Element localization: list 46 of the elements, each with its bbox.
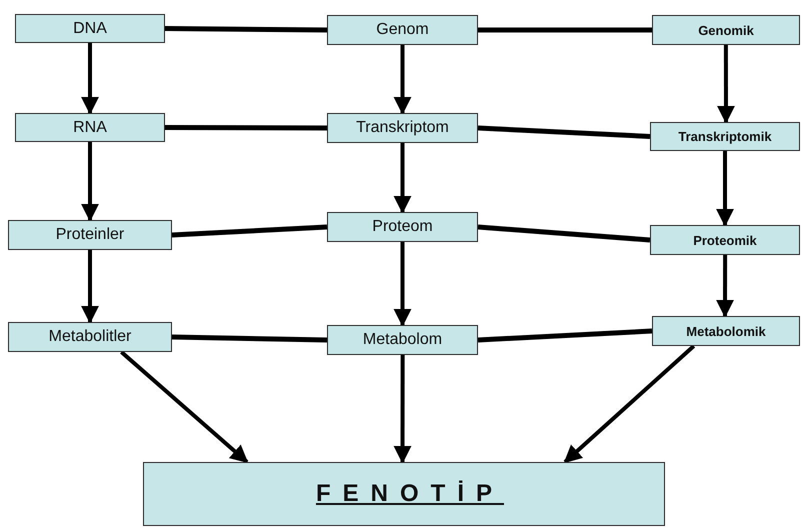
box-label: Metabolom — [362, 331, 442, 349]
connector-line — [172, 224, 328, 238]
term-box — [327, 15, 478, 45]
arrow — [394, 143, 412, 214]
term-box — [650, 225, 800, 255]
arrow — [81, 250, 99, 324]
connector-line — [478, 126, 650, 139]
term-box — [652, 316, 800, 346]
term-box — [15, 14, 165, 43]
box-label: RNA — [73, 118, 107, 136]
arrow — [716, 255, 734, 318]
term-box — [650, 122, 800, 151]
result-box — [143, 462, 665, 526]
box-label: Proteom — [372, 218, 433, 236]
arrow — [120, 350, 248, 464]
term-box — [15, 113, 165, 142]
term-box — [652, 15, 800, 45]
box-label: Metabolitler — [48, 328, 132, 346]
arrow — [394, 45, 412, 115]
term-box — [327, 113, 478, 143]
box-label: Genom — [376, 21, 429, 39]
connector-line — [478, 224, 650, 242]
arrow — [394, 242, 412, 327]
connector-line — [478, 28, 652, 32]
box-label: Genomik — [698, 22, 754, 38]
term-box — [327, 325, 478, 355]
box-label: FENOTİP — [314, 480, 504, 508]
term-box — [327, 212, 478, 242]
term-box — [8, 322, 172, 352]
arrow — [716, 45, 735, 124]
arrow — [394, 355, 412, 464]
arrow — [564, 344, 696, 464]
connector-line — [164, 26, 328, 32]
arrow — [81, 43, 99, 115]
arrow — [81, 142, 99, 222]
term-box — [8, 220, 172, 250]
box-label: Proteinler — [56, 226, 124, 244]
box-label: Metabolomik — [686, 324, 766, 338]
box-label: DNA — [73, 20, 107, 38]
box-label: Transkriptomik — [678, 129, 772, 144]
box-label: Transkriptom — [356, 119, 449, 137]
connector-line — [478, 328, 652, 342]
connector-line — [165, 125, 327, 130]
arrow — [716, 151, 734, 227]
box-label: Proteomik — [693, 232, 757, 248]
connector-line — [172, 334, 328, 342]
